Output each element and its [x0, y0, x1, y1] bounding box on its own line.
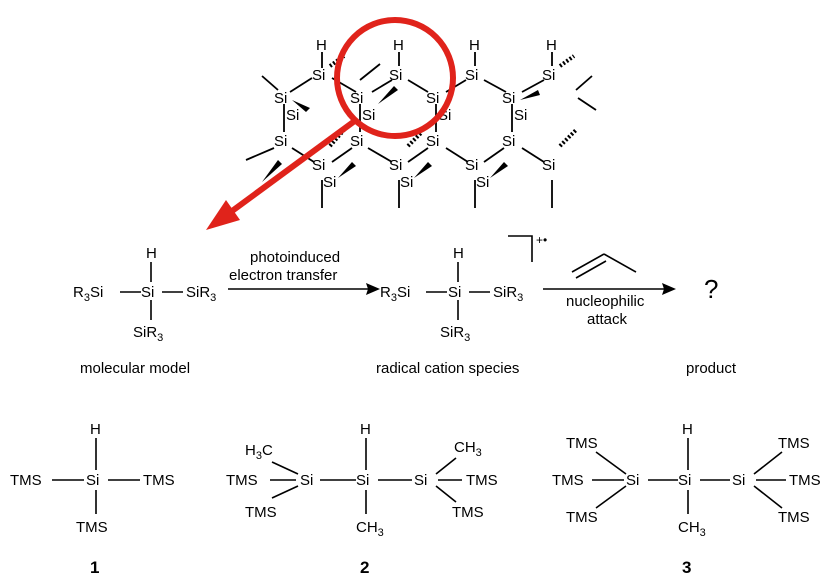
atom-si: Si: [274, 90, 287, 107]
atom-si: Si: [350, 133, 363, 150]
nuc-label-line2: attack: [587, 311, 628, 328]
substituent-sir3: SiR3: [493, 284, 523, 304]
pet-arrow: photoinduced electron transfer: [228, 249, 380, 295]
atom-si: Si: [86, 472, 99, 489]
atom-h: H: [453, 245, 464, 262]
caption-radical-cation: radical cation species: [376, 360, 519, 377]
atom-si: Si: [542, 157, 555, 174]
atom-h: H: [546, 37, 557, 54]
atom-si: Si: [389, 67, 402, 84]
substituent-tms: TMS: [566, 435, 598, 452]
propene-icon: [662, 283, 676, 295]
highlight-arrow-head: [206, 200, 240, 230]
substituent-tms: TMS: [789, 472, 821, 489]
atom-si: Si: [356, 472, 369, 489]
substituent-r3si: R3Si: [73, 284, 103, 304]
atom-si: Si: [732, 472, 745, 489]
atom-si: Si: [502, 133, 515, 150]
atom-si: Si: [514, 107, 527, 124]
atom-si: Si: [300, 472, 313, 489]
substituent-h3c: H3C: [245, 442, 273, 462]
compound-number-3: 3: [682, 558, 691, 576]
atom-si: Si: [414, 472, 427, 489]
atom-si: Si: [389, 157, 402, 174]
atom-h: H: [316, 37, 327, 54]
atom-si: Si: [362, 107, 375, 124]
substituent-ch3: CH3: [356, 519, 384, 539]
atom-h: H: [146, 245, 157, 262]
substituent-tms: TMS: [226, 472, 258, 489]
caption-product: product: [686, 360, 737, 377]
atom-si: Si: [274, 133, 287, 150]
surface-atom-labels: H H H H Si Si Si Si Si Si Si Si Si Si Si…: [274, 37, 557, 191]
atom-si: Si: [502, 90, 515, 107]
compound-number-1: 1: [90, 558, 99, 576]
atom-si: Si: [323, 174, 336, 191]
substituent-tms: TMS: [552, 472, 584, 489]
atom-h: H: [682, 421, 693, 438]
surface-solid-wedges: [262, 86, 540, 182]
substituent-sir3: SiR3: [440, 324, 470, 344]
highlight-arrow-shaft: [226, 117, 358, 217]
atom-si: Si: [400, 174, 413, 191]
atom-si: Si: [542, 67, 555, 84]
atom-h: H: [393, 37, 404, 54]
substituent-tms: TMS: [466, 472, 498, 489]
atom-h: H: [469, 37, 480, 54]
pet-label-line2: electron transfer: [229, 267, 337, 284]
compound-1-structure: H Si TMS TMS TMS: [10, 421, 175, 536]
atom-si: Si: [465, 67, 478, 84]
compound-number-2: 2: [360, 558, 369, 576]
atom-si: Si: [141, 284, 154, 301]
compound-3-structure: TMS TMS TMS Si H Si CH3 Si TMS TMS TMS: [552, 421, 821, 539]
substituent-tms: TMS: [245, 504, 277, 521]
highlight-circle: [334, 17, 456, 139]
atom-h: H: [90, 421, 101, 438]
atom-si: Si: [448, 284, 461, 301]
substituent-ch3: CH3: [678, 519, 706, 539]
unknown-product: ?: [704, 274, 718, 304]
substituent-tms: TMS: [778, 509, 810, 526]
pet-label-line1: photoinduced: [250, 249, 340, 266]
atom-si: Si: [312, 67, 325, 84]
atom-si: Si: [678, 472, 691, 489]
atom-si: Si: [426, 90, 439, 107]
nuc-label-line1: nucleophilic: [566, 293, 645, 310]
substituent-sir3: SiR3: [133, 324, 163, 344]
atom-si: Si: [465, 157, 478, 174]
substituent-tms: TMS: [566, 509, 598, 526]
substituent-tms: TMS: [76, 519, 108, 536]
substituent-r3si: R3Si: [380, 284, 410, 304]
caption-molecular-model: molecular model: [80, 360, 190, 377]
substituent-sir3: SiR3: [186, 284, 216, 304]
atom-si: Si: [476, 174, 489, 191]
atom-si: Si: [426, 133, 439, 150]
nucleophilic-arrow: nucleophilic attack: [543, 253, 676, 328]
substituent-tms: TMS: [143, 472, 175, 489]
substituent-ch3: CH3: [454, 439, 482, 459]
radical-cation-charge: +•: [536, 233, 547, 247]
atom-si: Si: [286, 107, 299, 124]
molecular-model-structure: H Si R3Si SiR3 SiR3: [73, 245, 216, 344]
radical-cation-structure: H Si R3Si SiR3 SiR3 +•: [380, 233, 547, 344]
substituent-tms: TMS: [778, 435, 810, 452]
substituent-tms: TMS: [10, 472, 42, 489]
atom-h: H: [360, 421, 371, 438]
atom-si: Si: [312, 157, 325, 174]
atom-si: Si: [350, 90, 363, 107]
compound-2-structure: H3C TMS TMS Si H Si CH3 Si CH3 TMS TMS: [226, 421, 498, 539]
atom-si: Si: [626, 472, 639, 489]
substituent-tms: TMS: [452, 504, 484, 521]
